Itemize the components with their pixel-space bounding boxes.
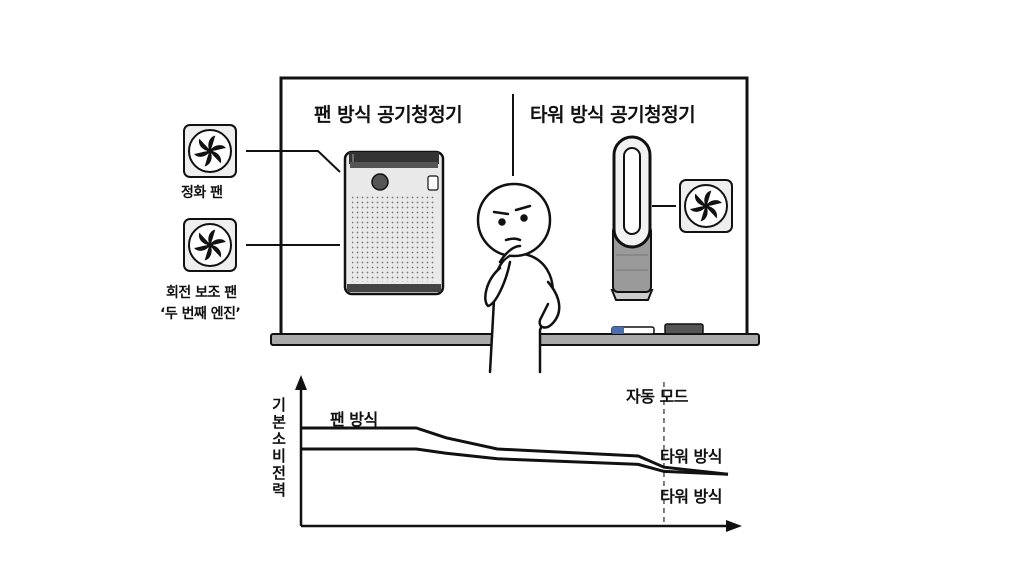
person-icon — [476, 182, 561, 374]
connector-lines — [246, 150, 676, 246]
aux-fan-label: 회전 보조 팬 — [166, 285, 237, 301]
tower-purifier-icon — [610, 135, 654, 301]
second-engine-label: ‘두 번째 엔진’ — [160, 306, 241, 322]
series-line-tower — [301, 447, 729, 476]
fan-purifier-icon — [343, 150, 445, 296]
y-axis-label: 기본 소비 전력 — [272, 396, 286, 499]
fan-icon — [679, 179, 733, 233]
eraser-icon — [664, 323, 704, 335]
x-axis-arrow — [726, 520, 742, 532]
power-chart — [295, 375, 742, 532]
auto-mode-label: 자동 모드 — [626, 387, 688, 406]
series-label-fan: 팬 방식 — [330, 410, 378, 429]
purify-fan-label: 정화 팬 — [181, 185, 223, 201]
series-label-tower-upper: 타워 방식 — [660, 447, 722, 466]
right-board-title: 타워 방식 공기청정기 — [530, 104, 696, 126]
fan-icon — [183, 218, 237, 272]
y-axis-arrow — [295, 375, 307, 390]
series-label-tower-lower: 타워 방식 — [660, 487, 722, 506]
series-line-fan — [301, 426, 729, 476]
fan-icon — [183, 124, 237, 178]
left-board-title: 팬 방식 공기청정기 — [314, 104, 463, 126]
